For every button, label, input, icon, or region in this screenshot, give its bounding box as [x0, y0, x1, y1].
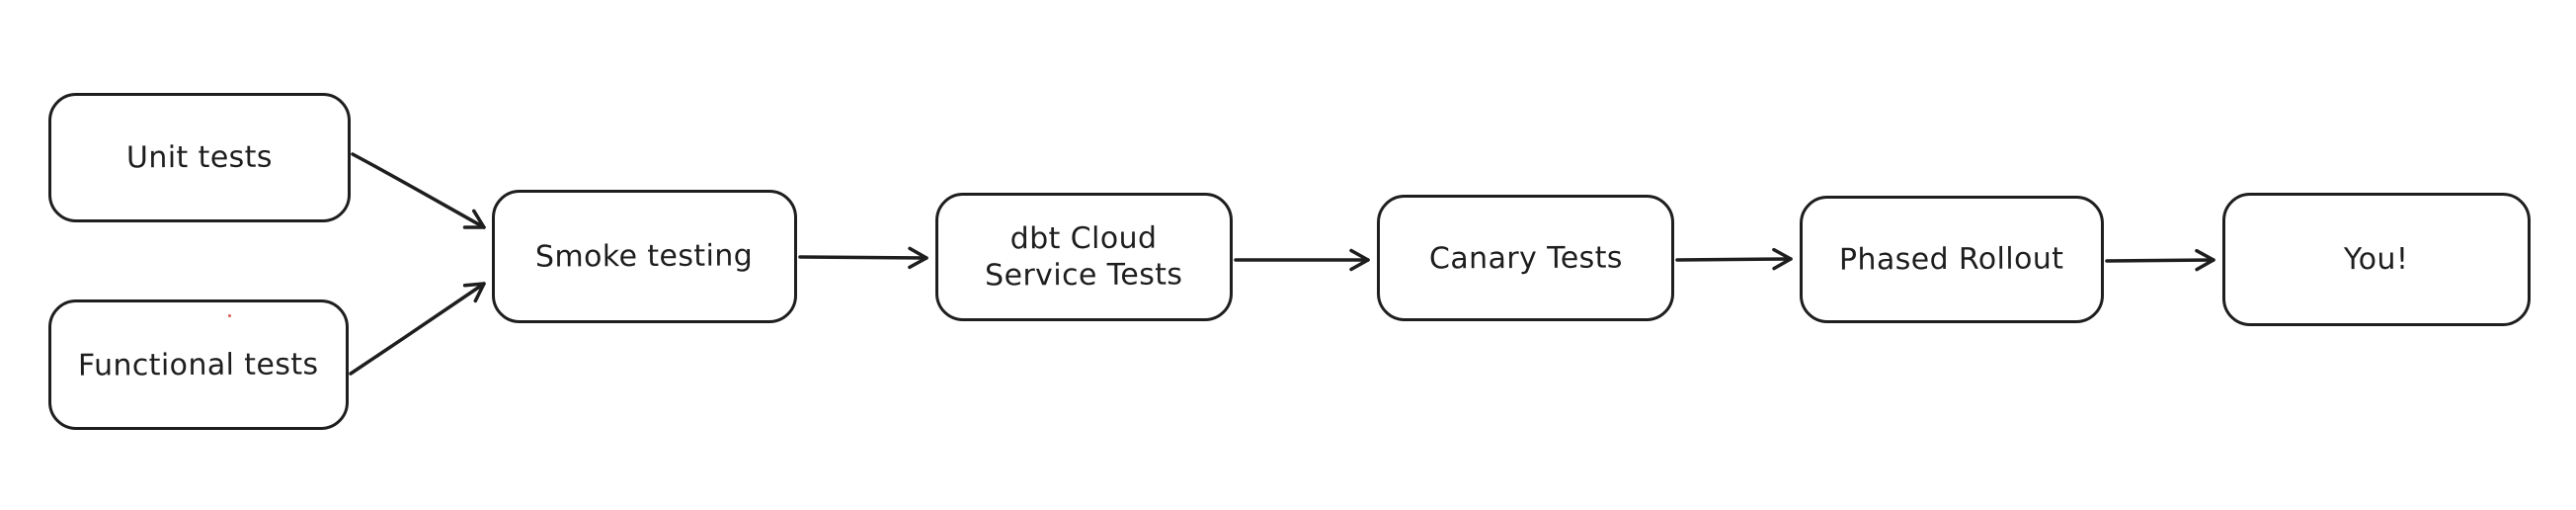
- arrow-functional-tests-to-smoke-testing: [349, 282, 486, 376]
- node-label: dbt Cloud Service Tests: [985, 220, 1183, 294]
- arrow-smoke-testing-to-dbt-cloud: [798, 246, 928, 270]
- node-functional-tests: Functional tests: [48, 299, 349, 430]
- arrow-unit-tests-to-smoke-testing: [351, 152, 486, 229]
- node-unit-tests: Unit tests: [48, 93, 351, 222]
- node-you: You!: [2222, 193, 2531, 326]
- node-canary-tests: Canary Tests: [1377, 195, 1674, 321]
- node-phased-rollout: Phased Rollout: [1800, 196, 2104, 323]
- node-label: Phased Rollout: [1839, 241, 2064, 278]
- arrow-canary-tests-to-phased-rollout: [1675, 247, 1793, 271]
- node-label: Canary Tests: [1428, 239, 1623, 277]
- arrow-phased-rollout-to-you: [2105, 248, 2215, 272]
- node-label: You!: [2344, 241, 2409, 278]
- node-dbt-cloud-service-tests: dbt Cloud Service Tests: [935, 193, 1233, 321]
- red-dot-artifact: [228, 314, 231, 317]
- node-smoke-testing: Smoke testing: [492, 190, 797, 323]
- node-label: Smoke testing: [535, 238, 754, 275]
- node-label: Functional tests: [78, 346, 319, 383]
- node-label: Unit tests: [125, 139, 274, 176]
